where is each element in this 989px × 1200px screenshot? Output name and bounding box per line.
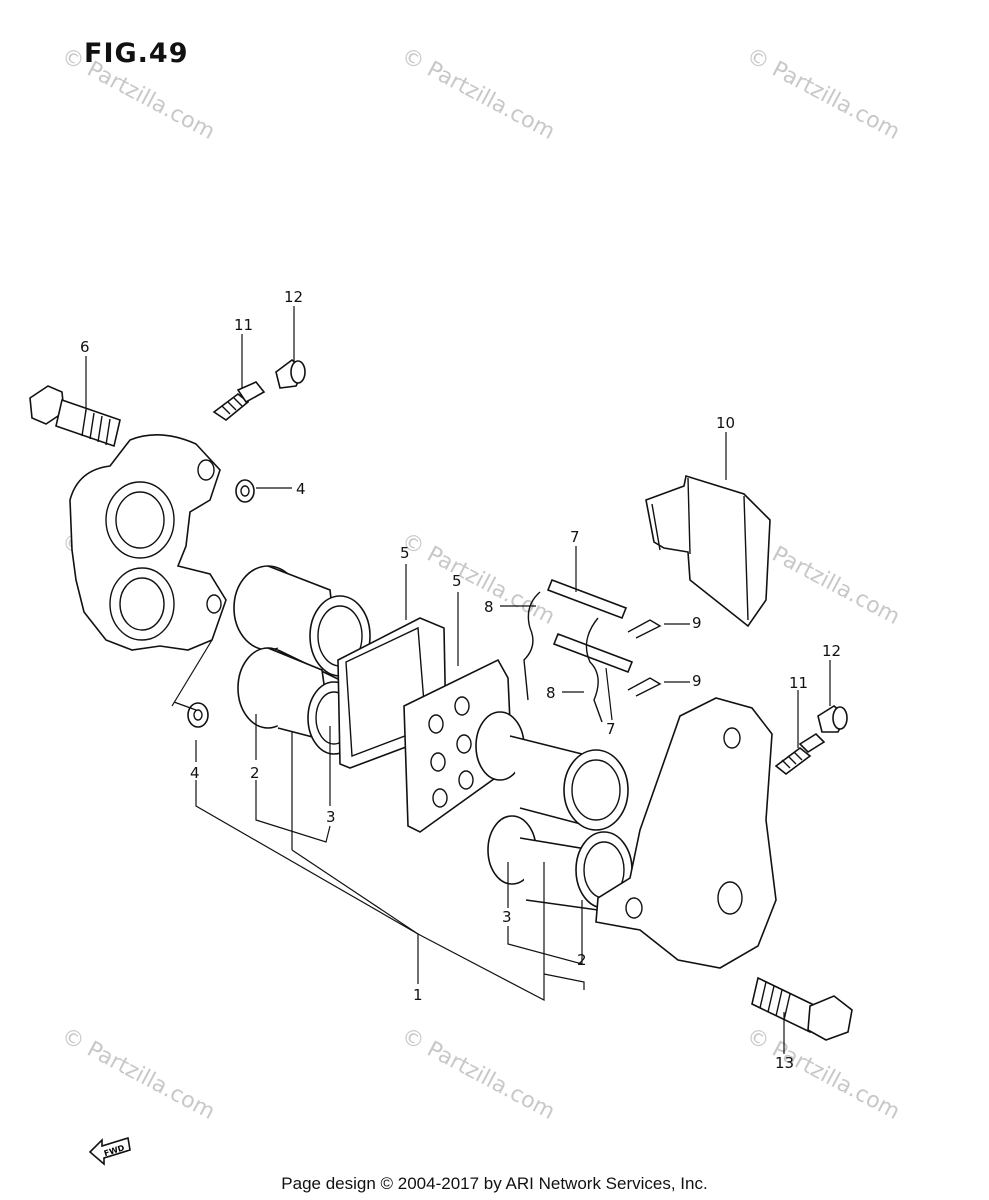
callout-12: 12 [822, 642, 841, 660]
callout-2: 2 [250, 764, 260, 782]
part-pistons-left [233, 565, 371, 755]
part-caliper-body-right [595, 697, 777, 969]
part-washer-4-lower-hole [193, 709, 203, 721]
watermark: © Partzilla.com [57, 43, 219, 145]
part-pad-spring-10 [645, 474, 771, 628]
callout-5: 5 [400, 544, 410, 562]
callout-11: 11 [789, 674, 808, 692]
callout-3: 3 [326, 808, 336, 826]
part-clip-8-lower [585, 617, 603, 723]
part-bolt-13 [751, 976, 853, 1041]
watermark: © Partzilla.com [397, 43, 559, 145]
callout-11: 11 [234, 316, 253, 334]
part-bolt-6 [29, 385, 121, 448]
callout-4: 4 [190, 764, 200, 782]
watermark: © Partzilla.com [397, 1023, 559, 1125]
page-footer: Page design © 2004-2017 by ARI Network S… [281, 1174, 708, 1193]
callout-12: 12 [284, 288, 303, 306]
part-washer-4-upper-hole [240, 485, 250, 497]
part-cap-12-right [817, 705, 848, 733]
part-cap-12-left [275, 358, 306, 389]
watermark: © Partzilla.com [397, 528, 559, 630]
callout-1: 1 [413, 986, 423, 1004]
part-clip-8-upper [523, 591, 541, 701]
watermark: © Partzilla.com [742, 43, 904, 145]
callout-8: 8 [484, 598, 494, 616]
callout-3: 3 [502, 908, 512, 926]
part-bleeder-valve-11-left [212, 381, 266, 421]
part-washer-4-upper [235, 479, 255, 503]
callout-9: 9 [692, 614, 702, 632]
callout-labels: 1 2 2 3 3 4 4 5 5 6 7 7 8 8 9 9 10 11 11… [80, 288, 841, 1072]
callout-9: 9 [692, 672, 702, 690]
callout-10: 10 [716, 414, 735, 432]
leader-lines [85, 306, 831, 1054]
callout-13: 13 [775, 1054, 794, 1072]
part-washer-4-lower [187, 702, 209, 728]
callout-7: 7 [570, 528, 580, 546]
part-caliper-body-left [69, 434, 227, 651]
watermark: © Partzilla.com [57, 1023, 219, 1125]
part-clip-9-upper [627, 619, 662, 639]
part-bleeder-valve-11-right [774, 732, 826, 776]
figure-title: FIG.49 [84, 38, 189, 69]
callout-5: 5 [452, 572, 462, 590]
callout-7: 7 [606, 720, 616, 738]
part-pin-7-upper [546, 578, 628, 620]
callout-6: 6 [80, 338, 90, 356]
callout-2: 2 [577, 951, 587, 969]
part-pin-7-lower [552, 632, 634, 674]
part-clip-9-lower [627, 677, 662, 697]
part-pistons-right [475, 711, 633, 911]
callout-4: 4 [296, 480, 306, 498]
fwd-arrow-icon: FWD [88, 1136, 131, 1166]
callout-8: 8 [546, 684, 556, 702]
